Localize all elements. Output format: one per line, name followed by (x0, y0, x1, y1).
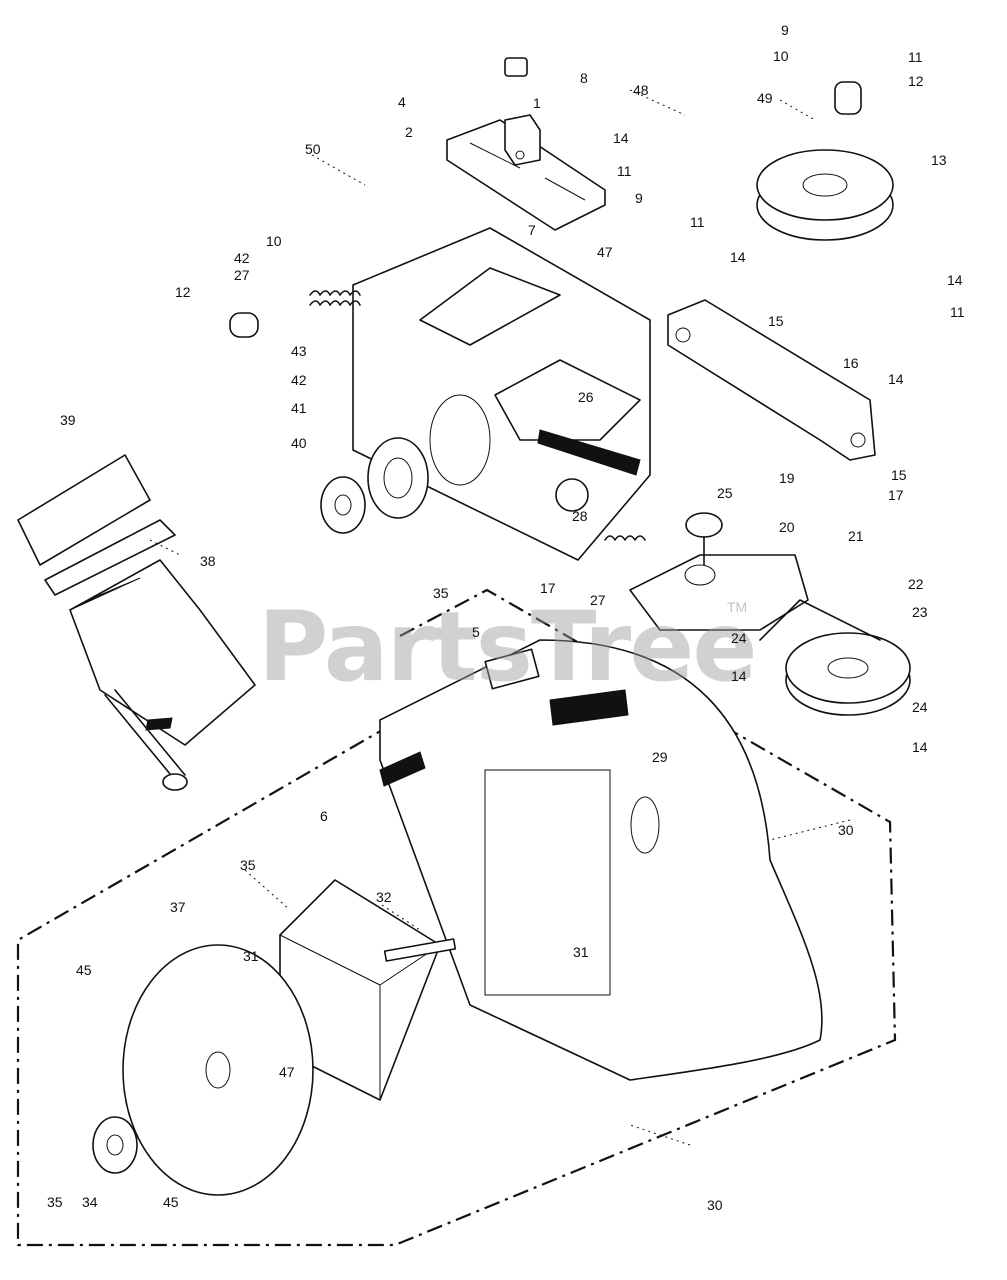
assembly-boundary (16, 588, 897, 1247)
callout-label: 31 (243, 948, 259, 964)
callout-label: 48 (633, 82, 649, 98)
callout-label: 35 (47, 1194, 63, 1210)
callout-label: 14 (730, 249, 746, 265)
pin-25 (685, 512, 723, 566)
pulley-13 (756, 149, 894, 241)
callout-label: 20 (779, 519, 795, 535)
callout-label: 34 (82, 1194, 98, 1210)
pulley-23 (785, 632, 911, 716)
callout-label: 35 (433, 585, 449, 601)
sprocket-28 (555, 478, 589, 512)
callout-label: 12 (908, 73, 924, 89)
callout-label: 7 (528, 222, 536, 238)
bushing-12-top (834, 81, 862, 115)
callout-label: 42 (291, 372, 307, 388)
callout-label: 32 (376, 889, 392, 905)
callout-label: 35 (240, 857, 256, 873)
callout-label: 27 (234, 267, 250, 283)
callout-label: 13 (931, 152, 947, 168)
bushing-12-left (229, 312, 259, 338)
callout-label: 40 (291, 435, 307, 451)
impeller-disk-37 (122, 944, 314, 1196)
callout-label: 30 (707, 1197, 723, 1213)
callout-label: 22 (908, 576, 924, 592)
callout-label: 15 (891, 467, 907, 483)
callout-label: 19 (779, 470, 795, 486)
callout-label: 47 (597, 244, 613, 260)
callout-label: 41 (291, 400, 307, 416)
callout-label: 45 (76, 962, 92, 978)
watermark-text: PartsTree (258, 591, 755, 703)
callout-label: 16 (843, 355, 859, 371)
callout-label: 23 (912, 604, 928, 620)
callout-label: 11 (950, 304, 965, 320)
callout-label: 43 (291, 343, 307, 359)
callout-label: 45 (163, 1194, 179, 1210)
callout-label: 6 (320, 808, 328, 824)
callout-label: 2 (405, 124, 413, 140)
callout-label: 8 (580, 70, 588, 86)
callout-label: 5 (472, 624, 480, 640)
flange-41 (367, 437, 429, 519)
callout-label: 10 (773, 48, 789, 64)
mount-bracket (446, 114, 606, 231)
callout-label: 11 (690, 214, 705, 230)
gearbox-housing (379, 639, 823, 1081)
callout-label: 9 (635, 190, 643, 206)
hub-34-bottom (92, 1116, 138, 1174)
callout-label: 25 (717, 485, 733, 501)
callout-label: 24 (912, 699, 928, 715)
callout-label: 28 (572, 508, 588, 524)
callout-label: 17 (540, 580, 556, 596)
callout-label: 14 (731, 668, 747, 684)
link-bar-16 (667, 299, 876, 461)
callout-label: 10 (266, 233, 282, 249)
callout-label: 30 (838, 822, 854, 838)
callout-label: 17 (888, 487, 904, 503)
belt-22 (759, 599, 881, 641)
spring-27 (604, 535, 646, 541)
callout-label: 24 (731, 630, 747, 646)
chute-assembly (17, 454, 256, 791)
callout-label: 42 (234, 250, 250, 266)
callout-label: 14 (947, 272, 963, 288)
callout-label: 21 (848, 528, 864, 544)
callout-label: 9 (781, 22, 789, 38)
callout-label: 26 (578, 389, 594, 405)
idler-arm-20 (629, 554, 809, 631)
callout-label: 27 (590, 592, 606, 608)
callout-label: 15 (768, 313, 784, 329)
callout-label: 47 (279, 1064, 295, 1080)
callout-label: 14 (912, 739, 928, 755)
callout-label: 49 (757, 90, 773, 106)
callout-label: 14 (613, 130, 629, 146)
cap-8 (504, 57, 528, 77)
callout-label: 4 (398, 94, 406, 110)
spring-43 (309, 290, 361, 306)
gearbox-block (279, 879, 457, 1101)
callout-label: 14 (888, 371, 904, 387)
callout-label: 29 (652, 749, 668, 765)
callout-label: 31 (573, 944, 589, 960)
callout-label: 37 (170, 899, 186, 915)
callout-label: 11 (908, 49, 923, 65)
callout-label: 1 (533, 95, 541, 111)
callout-label: 38 (200, 553, 216, 569)
callout-label: 12 (175, 284, 191, 300)
callout-label: 50 (305, 141, 321, 157)
leader-lines (149, 89, 851, 1146)
watermark-tm: TM (727, 599, 747, 615)
callout-label: 11 (617, 163, 632, 179)
hub-34 (320, 476, 366, 534)
callout-label: 39 (60, 412, 76, 428)
